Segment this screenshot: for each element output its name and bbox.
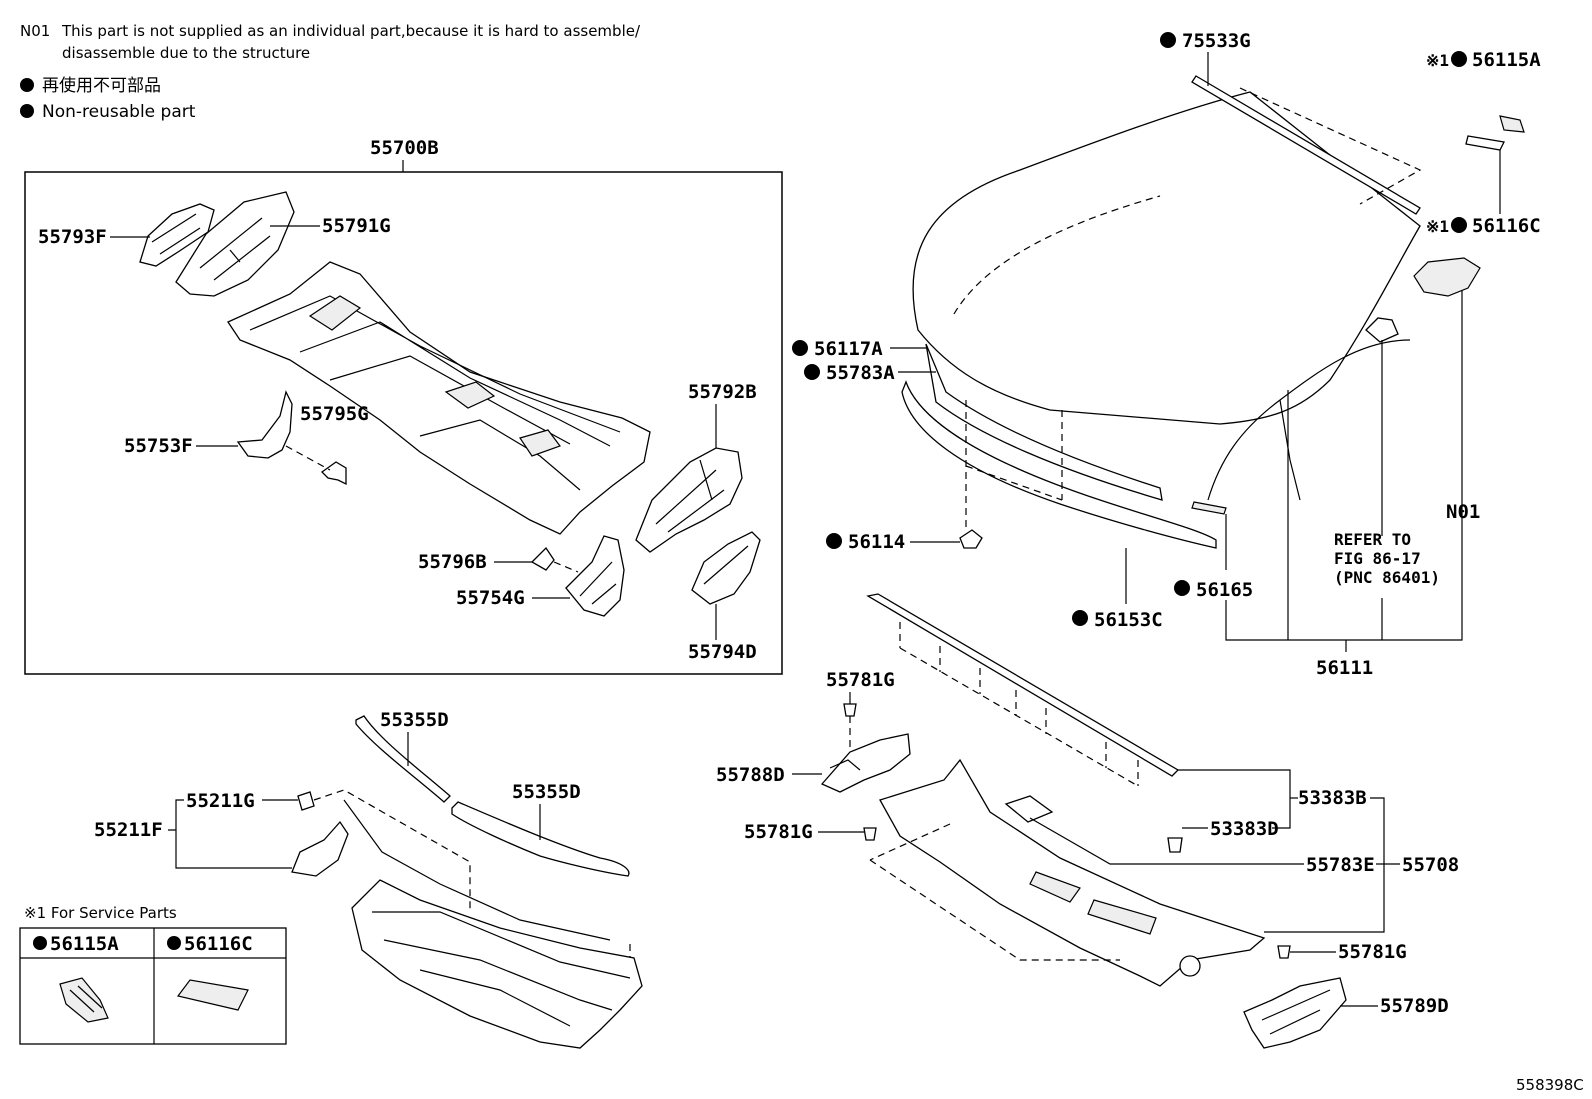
label-55783A: 55783A <box>826 362 895 384</box>
non-reusable-bullet-icon <box>826 533 842 549</box>
legend-en: Non-reusable part <box>42 102 196 122</box>
note-n01-line1: This part is not supplied as an individu… <box>61 22 641 40</box>
part-56116C-strip-drawing[interactable] <box>1465 135 1505 151</box>
non-reusable-bullet-icon <box>804 364 820 380</box>
part-55753F-drawing[interactable] <box>236 390 293 459</box>
part-55783A-drawing[interactable] <box>925 343 1163 501</box>
non-reusable-bullet-icon <box>20 78 34 92</box>
refer-line3: (PNC 86401) <box>1334 568 1440 587</box>
mirror-bracket-drawing[interactable] <box>1413 257 1481 297</box>
non-reusable-bullet-icon <box>792 340 808 356</box>
part-55791G-drawing[interactable] <box>175 191 295 297</box>
part-55754G-drawing[interactable] <box>565 535 625 617</box>
label-56116C: 56116C <box>1472 215 1541 237</box>
label-56165: 56165 <box>1196 579 1253 601</box>
part-55783E-drawing[interactable] <box>1004 795 1054 823</box>
label-56117A: 56117A <box>814 338 883 360</box>
label-56153C: 56153C <box>1094 609 1163 631</box>
refer-line2: FIG 86-17 <box>1334 549 1421 568</box>
label-55753F: 55753F <box>124 435 193 457</box>
group-label-55700B: 55700B <box>370 137 439 159</box>
sensor-bracket-drawing[interactable] <box>1365 317 1399 343</box>
part-55788D-drawing[interactable] <box>820 733 911 793</box>
label-55211F: 55211F <box>94 819 163 841</box>
non-reusable-bullet-icon <box>1160 32 1176 48</box>
service-part-56116C-drawing[interactable] <box>176 979 249 1011</box>
label-55355D-b: 55355D <box>512 781 581 803</box>
label-53383D: 53383D <box>1210 818 1279 840</box>
label-N01: N01 <box>1446 501 1480 523</box>
part-55794D-drawing[interactable] <box>691 531 761 605</box>
non-reusable-bullet-icon <box>33 936 47 950</box>
non-reusable-bullet-icon <box>167 936 181 950</box>
mark-1-a: ※1 <box>1426 51 1449 70</box>
service-label-56115A: 56115A <box>50 933 119 955</box>
mark-1-b: ※1 <box>1426 217 1449 236</box>
label-55355D-a: 55355D <box>380 709 449 731</box>
part-56115A-drawing[interactable] <box>1499 115 1525 133</box>
clip-55781G-a-drawing[interactable] <box>843 703 857 717</box>
part-56153C-drawing[interactable] <box>901 380 1217 549</box>
note-n01-line2: disassemble due to the structure <box>62 44 310 62</box>
label-55793F: 55793F <box>38 226 107 248</box>
note-n01-code: N01 <box>20 22 50 40</box>
label-55796B: 55796B <box>418 551 487 573</box>
label-55791G: 55791G <box>322 215 391 237</box>
clip-53383D-drawing[interactable] <box>1167 837 1183 853</box>
label-55211G: 55211G <box>186 790 255 812</box>
part-55789D-drawing[interactable] <box>1243 977 1347 1049</box>
non-reusable-bullet-icon <box>1072 610 1088 626</box>
non-reusable-bullet-icon <box>20 104 34 118</box>
part-55795G-drawing[interactable] <box>320 461 347 486</box>
lower-cowl-panel-drawing[interactable] <box>351 879 643 1049</box>
part-56165-drawing[interactable] <box>1191 501 1227 515</box>
label-55789D: 55789D <box>1380 995 1449 1017</box>
label-55794D: 55794D <box>688 641 757 663</box>
clip-55211G-drawing[interactable] <box>297 791 315 811</box>
service-parts-box <box>19 927 287 1045</box>
dash-panel-drawing[interactable] <box>227 261 651 535</box>
clip-55781G-c-drawing[interactable] <box>1277 945 1291 959</box>
part-55792B-drawing[interactable] <box>635 447 743 553</box>
part-55708-drawing[interactable] <box>879 758 1266 987</box>
service-label-56116C: 56116C <box>184 933 253 955</box>
windshield-glass-drawing[interactable] <box>912 91 1421 425</box>
non-reusable-bullet-icon <box>1451 217 1467 233</box>
non-reusable-bullet-icon <box>1174 580 1190 596</box>
label-55754G: 55754G <box>456 587 525 609</box>
refer-line1: REFER TO <box>1334 530 1411 549</box>
label-55781G-b: 55781G <box>744 821 813 843</box>
label-56115A: 56115A <box>1472 49 1541 71</box>
service-box-title: ※1 For Service Parts <box>24 904 177 922</box>
label-75533G: 75533G <box>1182 30 1251 52</box>
group-box-55700B <box>24 171 783 675</box>
label-55788D: 55788D <box>716 764 785 786</box>
label-55781G-c: 55781G <box>1338 941 1407 963</box>
part-55796B-drawing[interactable] <box>530 546 555 571</box>
part-55211F-drawing[interactable] <box>291 820 349 877</box>
label-55708: 55708 <box>1402 854 1459 876</box>
diagram-id: 558398C <box>1516 1076 1584 1094</box>
label-56114: 56114 <box>848 531 905 553</box>
part-55355D-a-drawing[interactable] <box>355 715 451 803</box>
label-55781G-a: 55781G <box>826 669 895 691</box>
part-75533G-drawing[interactable] <box>1191 75 1421 215</box>
service-part-56115A-drawing[interactable] <box>59 977 109 1023</box>
label-56111: 56111 <box>1316 657 1373 679</box>
part-56114-drawing[interactable] <box>959 529 983 549</box>
label-55792B: 55792B <box>688 381 757 403</box>
label-55783E: 55783E <box>1306 854 1375 876</box>
legend-jp: 再使用不可部品 <box>42 75 161 96</box>
clip-55781G-b-drawing[interactable] <box>863 827 877 841</box>
non-reusable-bullet-icon <box>1451 51 1467 67</box>
label-55795G: 55795G <box>300 403 369 425</box>
part-55793F-drawing[interactable] <box>139 203 215 267</box>
label-53383B: 53383B <box>1298 787 1367 809</box>
